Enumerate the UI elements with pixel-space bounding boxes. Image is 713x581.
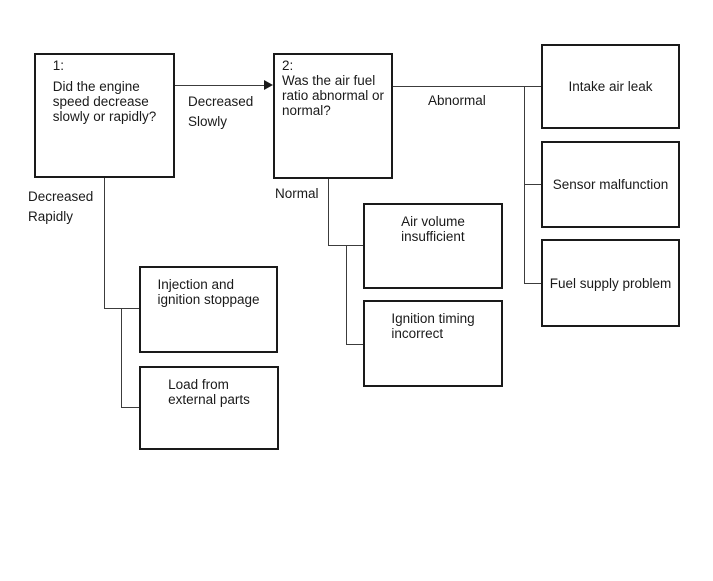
connector-q2-down	[328, 179, 329, 245]
edge-label-line: Decreased	[28, 189, 94, 204]
outcome-text: Sensor malfunction	[552, 177, 669, 192]
outcome-box-ignition-timing-incorrect: Ignition timing incorrect	[363, 300, 503, 387]
edge-label-decreased-rapidly: Decreased Rapidly	[28, 187, 93, 227]
connector-to-air-volume	[328, 245, 363, 246]
decision-box-1: 1: Did the engine speed decrease slowly …	[34, 53, 175, 178]
connector-mid-step-vertical	[346, 245, 347, 345]
decision-2-text-line: ratio abnormal or	[281, 88, 385, 103]
edge-label-line: Slowly	[188, 114, 228, 129]
arrowhead-right-icon	[264, 80, 273, 90]
decision-1-number: 1:	[52, 58, 64, 73]
outcome-text: Intake air leak	[568, 79, 653, 94]
outcome-text-line: insufficient	[401, 229, 465, 244]
decision-2-text-line: Was the air fuel	[281, 73, 376, 88]
outcome-text-line: ignition stoppage	[157, 292, 260, 307]
edge-label-line: Normal	[275, 186, 319, 201]
outcome-text-line: Air volume	[401, 214, 465, 229]
outcome-text-line: Ignition timing	[391, 311, 475, 326]
outcome-box-air-volume-insufficient: Air volume insufficient	[363, 203, 503, 289]
connector-to-ignition-timing	[346, 344, 363, 345]
outcome-text-line: incorrect	[391, 326, 444, 341]
connector-to-load-external	[121, 407, 139, 408]
edge-label-line: Abnormal	[428, 93, 486, 108]
edge-label-line: Rapidly	[28, 209, 74, 224]
decision-1-text-line: slowly or rapidly?	[52, 109, 157, 124]
edge-label-abnormal: Abnormal	[428, 91, 486, 111]
outcome-box-load-external-parts: Load from external parts	[139, 366, 279, 450]
decision-1-text-line: speed decrease	[52, 94, 149, 109]
connector-q1-to-q2	[175, 85, 265, 86]
edge-label-decreased-slowly: Decreased Slowly	[188, 92, 253, 132]
edge-label-normal: Normal	[275, 184, 319, 204]
connector-left-step-vertical	[121, 308, 122, 407]
decision-2-text-line: normal?	[281, 103, 331, 118]
outcome-text-line: Load from	[168, 377, 229, 392]
connector-to-fuel-supply-problem	[524, 283, 541, 284]
outcome-box-sensor-malfunction: Sensor malfunction	[541, 141, 680, 228]
decision-box-2: 2: Was the air fuel ratio abnormal or no…	[273, 53, 393, 179]
connector-abnormal-horizontal	[393, 86, 541, 87]
outcome-box-fuel-supply-problem: Fuel supply problem	[541, 239, 680, 327]
outcome-text-line: Injection and	[157, 277, 235, 292]
connector-q1-down	[104, 178, 105, 308]
outcome-text: Fuel supply problem	[549, 275, 672, 291]
outcome-text-line: external parts	[168, 392, 250, 407]
decision-2-number: 2:	[281, 58, 294, 73]
decision-1-text-line: Did the engine	[52, 79, 140, 94]
connector-to-sensor-malfunction	[524, 184, 541, 185]
edge-label-line: Decreased	[188, 94, 254, 109]
outcome-box-intake-air-leak: Intake air leak	[541, 44, 680, 129]
outcome-box-injection-ignition-stoppage: Injection and ignition stoppage	[139, 266, 278, 353]
